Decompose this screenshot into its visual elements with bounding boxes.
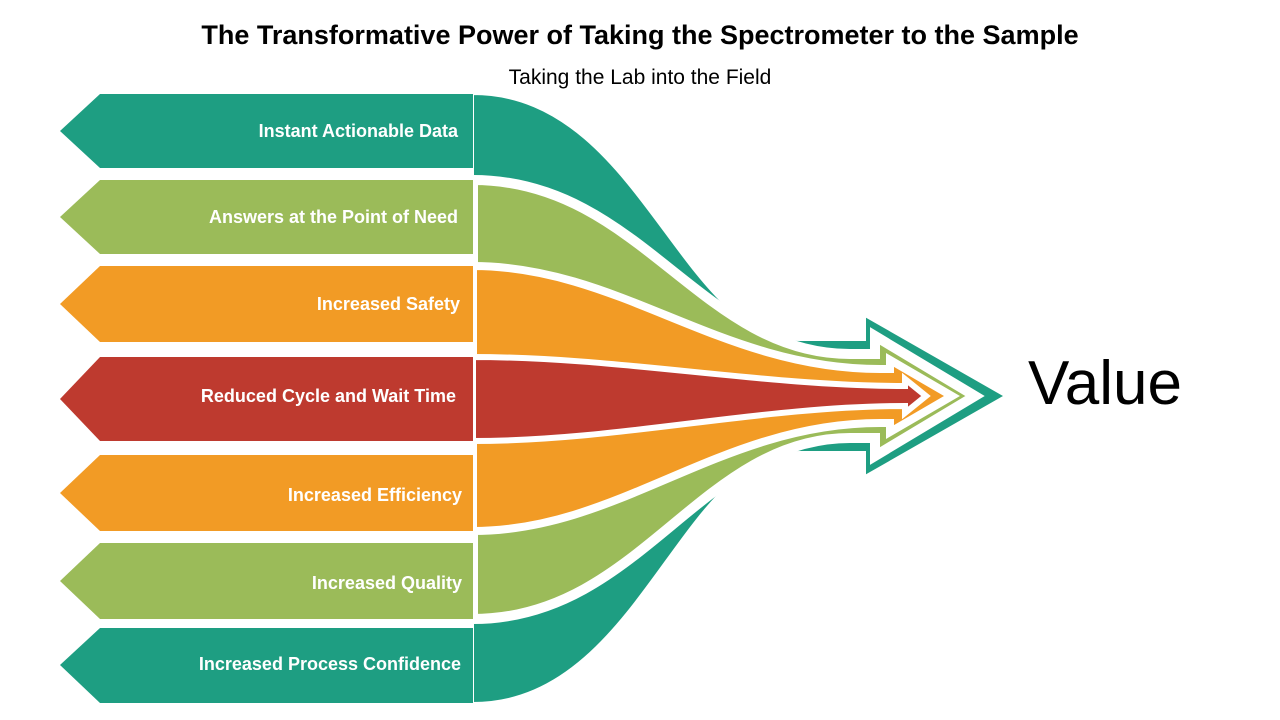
item-box-4: Reduced Cycle and Wait Time: [60, 357, 473, 441]
item-label: Increased Process Confidence: [199, 654, 461, 674]
result-value-label: Value: [1028, 349, 1182, 418]
item-box-1: Instant Actionable Data: [60, 94, 473, 168]
item-box-3: Increased Safety: [60, 266, 473, 342]
flow-arrow-red: [470, 353, 931, 445]
item-label: Increased Safety: [317, 294, 460, 314]
item-box-5: Increased Efficiency: [60, 455, 473, 531]
item-label: Increased Quality: [312, 573, 462, 593]
item-box-6: Increased Quality: [60, 543, 473, 619]
item-label: Instant Actionable Data: [259, 121, 459, 141]
page-subtitle: Taking the Lab into the Field: [508, 66, 772, 89]
item-box-7: Increased Process Confidence: [60, 628, 473, 703]
item-label: Reduced Cycle and Wait Time: [201, 386, 456, 406]
item-label: Increased Efficiency: [288, 485, 462, 505]
page-title: The Transformative Power of Taking the S…: [201, 20, 1079, 50]
item-label: Answers at the Point of Need: [209, 207, 458, 227]
item-box-2: Answers at the Point of Need: [60, 180, 473, 254]
